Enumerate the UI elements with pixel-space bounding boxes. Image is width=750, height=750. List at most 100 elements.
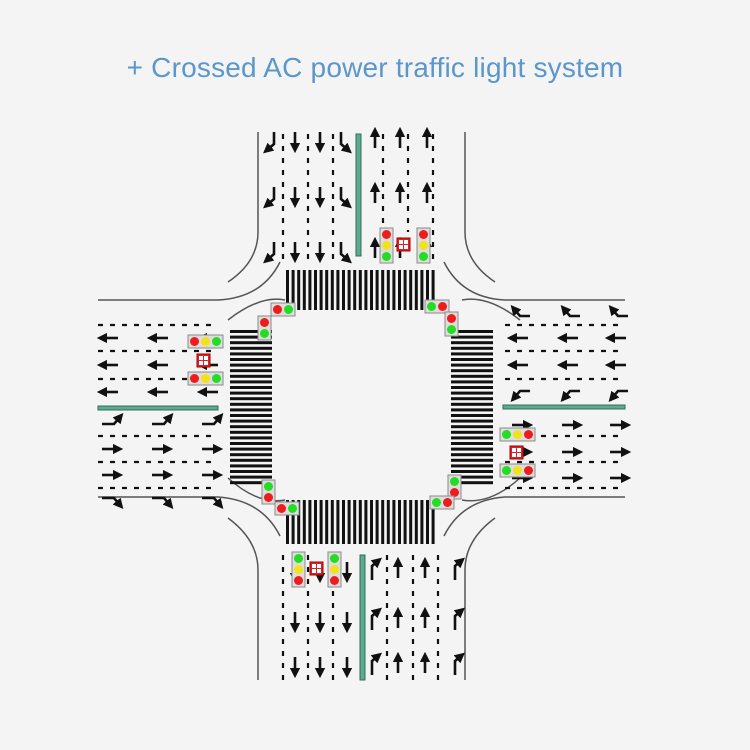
- crosswalk-stripe: [319, 270, 323, 310]
- crosswalk-stripe: [325, 500, 329, 544]
- crosswalk-stripe: [302, 500, 306, 544]
- turn-arrow-icon: [152, 496, 174, 509]
- nw-corner-signal-v: [257, 315, 272, 341]
- crosswalk-stripe: [451, 430, 493, 434]
- crosswalk-stripe: [451, 442, 493, 445]
- crosswalk-stripe: [336, 270, 340, 310]
- crosswalk-stripe: [230, 335, 272, 339]
- yellow-light-icon: [513, 466, 522, 475]
- north-road-right-edge: [464, 132, 496, 283]
- green-light-icon: [432, 498, 441, 507]
- red-light-icon: [330, 576, 339, 585]
- pedestrian-sign-cell: [399, 240, 403, 244]
- crosswalk-stripe: [230, 402, 272, 406]
- green-light-icon: [294, 554, 303, 563]
- crosswalk-stripe: [451, 464, 493, 468]
- crosswalk-stripe: [230, 481, 272, 485]
- turn-arrow-icon: [453, 557, 465, 580]
- crosswalk-stripe: [230, 341, 272, 345]
- green-light-icon: [382, 252, 391, 261]
- red-light-icon: [382, 230, 391, 239]
- crosswalk-stripe: [286, 500, 289, 544]
- pedestrian-sign-icon: [196, 353, 211, 368]
- crosswalk-stripe: [403, 500, 407, 544]
- crosswalk-stripe: [230, 458, 272, 462]
- yellow-light-icon: [201, 337, 210, 346]
- east-signal-head-bottom: [499, 463, 536, 478]
- sw-curb: [98, 496, 281, 537]
- pedestrian-sign-cell: [512, 448, 516, 452]
- lane-dividers: [98, 134, 625, 680]
- turn-arrow-icon: [370, 607, 382, 630]
- crosswalk-stripe: [230, 369, 272, 373]
- crosswalks: [230, 270, 493, 544]
- crosswalk-stripe: [230, 397, 272, 401]
- crosswalk-stripe: [330, 500, 334, 544]
- crosswalk-stripe: [451, 330, 493, 333]
- turn-arrow-icon: [102, 496, 124, 509]
- crosswalk-stripe: [451, 402, 493, 406]
- crosswalk-stripe: [451, 481, 493, 485]
- red-light-icon: [450, 488, 459, 497]
- yellow-light-icon: [330, 565, 339, 574]
- crosswalk-stripe: [230, 391, 272, 395]
- crosswalk-stripe: [353, 500, 357, 544]
- red-light-icon: [524, 430, 533, 439]
- turn-arrow-icon: [560, 389, 580, 402]
- west-median: [97, 405, 219, 411]
- north-road-left-edge: [227, 132, 259, 283]
- crosswalk-stripe: [230, 442, 272, 445]
- crosswalk-stripe: [230, 425, 272, 429]
- crosswalk-stripe: [230, 430, 272, 434]
- turn-arrow-icon: [453, 652, 465, 675]
- crosswalk-stripe: [230, 419, 272, 423]
- crosswalk-stripe: [398, 500, 401, 544]
- crosswalk-stripe: [451, 397, 493, 401]
- green-light-icon: [260, 329, 269, 338]
- south-signal-head-left: [291, 551, 306, 588]
- green-light-icon: [212, 337, 221, 346]
- crosswalk-stripe: [230, 475, 272, 479]
- crosswalk-stripe: [386, 500, 390, 544]
- crosswalk-stripe: [414, 500, 418, 544]
- crosswalk-stripe: [451, 341, 493, 345]
- crosswalk-stripe: [451, 425, 493, 429]
- pedestrian-sign-cell: [512, 453, 516, 457]
- crosswalk-stripe: [431, 270, 435, 310]
- crosswalk-stripe: [451, 475, 493, 479]
- south-signal-head-right: [327, 551, 342, 588]
- se-corner-signal-h: [429, 495, 455, 510]
- south-median: [359, 554, 366, 681]
- west-signal-head-top: [187, 334, 224, 349]
- lane-arrows: [96, 126, 632, 679]
- crosswalk-stripe: [358, 500, 362, 544]
- north-signal-head-left: [379, 227, 394, 264]
- crosswalk-stripe: [230, 352, 272, 356]
- crosswalk-stripe: [230, 408, 272, 412]
- turn-arrow-icon: [263, 242, 276, 264]
- yellow-light-icon: [513, 430, 522, 439]
- crosswalk-stripe: [230, 386, 272, 389]
- crosswalk-stripe: [314, 500, 317, 544]
- crosswalk-stripe: [308, 270, 312, 310]
- turn-arrow-icon: [370, 557, 382, 580]
- crosswalk-stripe: [392, 270, 396, 310]
- south-road-left-edge: [227, 517, 259, 680]
- crosswalk-stripe: [398, 270, 401, 310]
- crosswalk-stripe: [451, 458, 493, 462]
- pedestrian-sign-cell: [199, 361, 203, 365]
- pedestrian-sign-cell: [199, 356, 203, 360]
- red-light-icon: [524, 466, 533, 475]
- crosswalk-stripe: [230, 453, 272, 457]
- crosswalk-stripe: [451, 346, 493, 350]
- yellow-light-icon: [382, 241, 391, 250]
- crosswalk-stripe: [381, 500, 385, 544]
- pedestrian-sign-cell: [204, 356, 208, 360]
- page-title: + Crossed AC power traffic light system: [126, 52, 624, 83]
- green-light-icon: [284, 305, 293, 314]
- crosswalk-stripe: [230, 363, 272, 367]
- medians: [97, 133, 626, 681]
- pedestrian-sign-cell: [517, 448, 521, 452]
- pedestrian-sign-box: [309, 561, 324, 576]
